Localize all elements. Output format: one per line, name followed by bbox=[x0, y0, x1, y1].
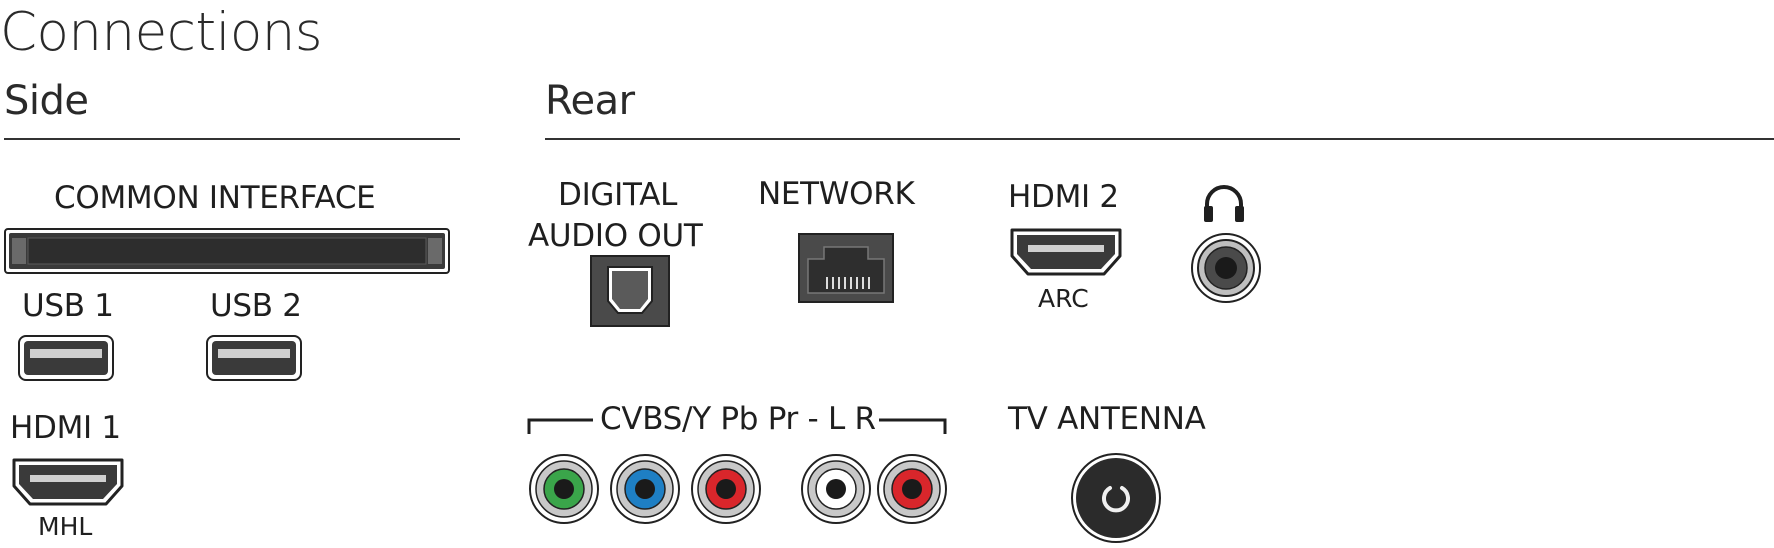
red-rca-jack-icon bbox=[691, 454, 761, 524]
side-heading: Side bbox=[4, 78, 89, 124]
optical-audio-port-icon bbox=[590, 255, 670, 327]
component-bracket bbox=[527, 418, 947, 434]
usb1-label: USB 1 bbox=[22, 288, 114, 324]
headphone-jack-icon bbox=[1191, 233, 1261, 303]
page-title: Connections bbox=[0, 2, 323, 63]
usb1-port-icon bbox=[18, 335, 114, 381]
green-rca-jack-icon bbox=[529, 454, 599, 524]
ethernet-port-icon bbox=[798, 233, 894, 303]
hdmi2-label: HDMI 2 bbox=[1008, 179, 1119, 215]
network-label: NETWORK bbox=[758, 176, 915, 212]
hdmi1-port-icon bbox=[12, 458, 124, 506]
usb2-label: USB 2 bbox=[210, 288, 302, 324]
component-label: CVBS/Y Pb Pr - L R bbox=[600, 401, 876, 437]
tv-antenna-label: TV ANTENNA bbox=[1008, 401, 1206, 437]
antenna-port-icon bbox=[1071, 453, 1161, 543]
hdmi2-sub-label: ARC bbox=[1038, 284, 1089, 313]
white-rca-jack-icon bbox=[801, 454, 871, 524]
digital-audio-label-line1: DIGITAL bbox=[558, 177, 678, 213]
hdmi1-sub-label: MHL bbox=[38, 512, 93, 541]
usb2-port-icon bbox=[206, 335, 302, 381]
headphones-icon bbox=[1204, 185, 1244, 222]
blue-rca-jack-icon bbox=[610, 454, 680, 524]
hdmi2-port-icon bbox=[1010, 228, 1122, 276]
rear-heading: Rear bbox=[545, 78, 635, 124]
common-interface-label: COMMON INTERFACE bbox=[54, 180, 376, 216]
component-jacks bbox=[529, 454, 947, 524]
digital-audio-label-line2: AUDIO OUT bbox=[528, 218, 703, 254]
hdmi1-label: HDMI 1 bbox=[10, 410, 121, 446]
side-divider bbox=[4, 138, 460, 140]
red-audio-rca-jack-icon bbox=[877, 454, 947, 524]
common-interface-slot-icon bbox=[4, 228, 450, 274]
rear-divider bbox=[545, 138, 1774, 140]
